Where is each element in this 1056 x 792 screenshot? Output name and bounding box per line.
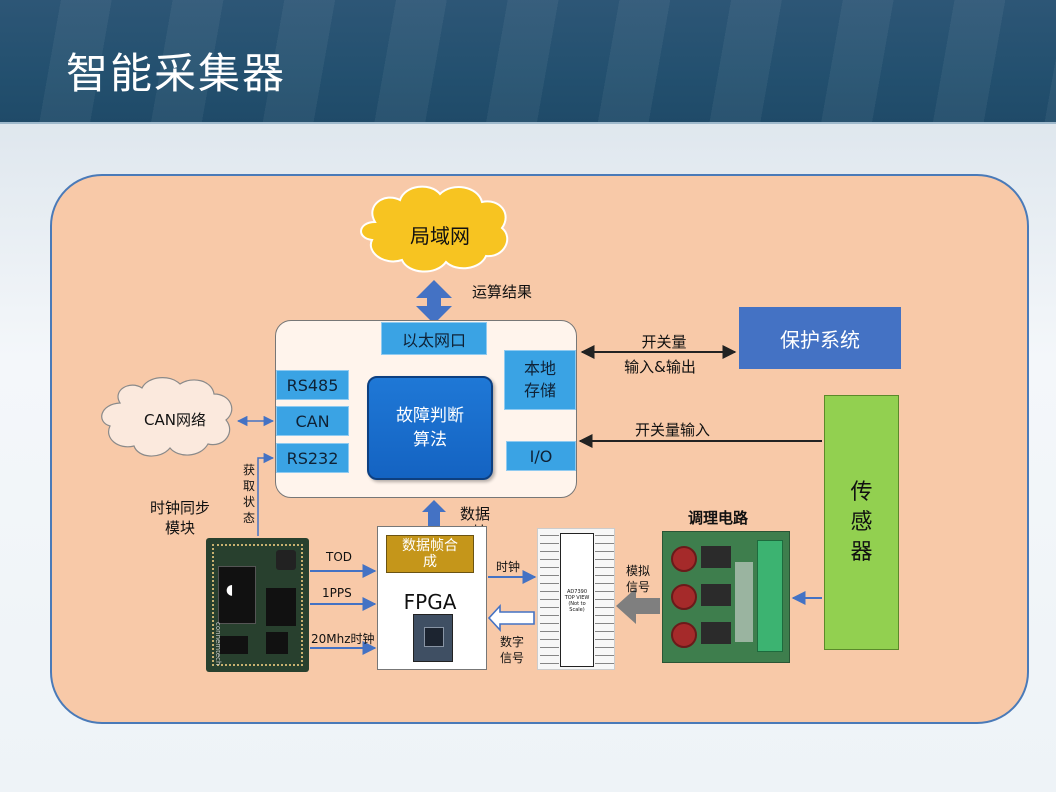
lan-cloud-label: 局域网 [410,224,470,248]
adc-chip-name: AD7390 [567,589,587,595]
pps-label: 1PPS [322,586,352,600]
algo-line2: 算法 [413,430,447,450]
digital-signal-arrow-icon [487,603,535,633]
sensor-line3: 器 [850,539,873,565]
clock-sync-label: 时钟同步 模块 [135,498,225,538]
analog-signal-line1: 模拟 [626,564,651,578]
sensor-line1: 传 [850,479,873,505]
fpga-board-chip-icon [413,614,453,662]
clock-sync-line2: 模块 [164,519,195,537]
sensor-line2: 感 [850,509,873,535]
frame-synthesis-line2: 成 [423,554,437,570]
conditioning-circuit-board-icon [662,531,790,663]
calc-result-label: 运算结果 [472,283,533,301]
tod-label: TOD [326,550,353,564]
fpga-label: FPGA [403,590,457,614]
analog-signal-line2: 信号 [626,580,651,594]
adc-chip-sub1: TOP VIEW [564,595,590,601]
adc-chip-icon: AD7390 TOP VIEW (Not to Scale) [537,528,615,670]
frame-synthesis: 数据帧合 成 [386,535,474,573]
page-title: 智能采集器 [66,49,287,98]
digital-signal-label: 数字 信号 [500,634,524,666]
protection-system: 保护系统 [739,307,901,369]
header-shine [0,0,1056,124]
clock-sync-module-chip-icon: ◖ connemtech [206,538,309,672]
acquire-state-arrow [257,452,275,536]
fault-detection-algorithm: 故障判断 算法 [367,376,493,480]
header-divider [0,122,1056,124]
algo-line1: 故障判断 [396,406,464,426]
data-frame-line1: 数据 [460,505,491,523]
local-storage: 本地 存储 [504,350,576,410]
clk20-label: 20Mhz时钟 [311,632,375,646]
ethernet-port: 以太网口 [381,322,487,355]
rs232-port: RS232 [276,443,349,473]
switch-input-label: 开关量输入 [635,421,711,439]
can-cloud-icon [101,377,233,457]
digital-signal-line2: 信号 [500,651,525,665]
lan-cloud-icon [360,185,509,273]
clock-label: 时钟 [496,560,521,574]
slide-header [0,0,1056,124]
can-port: CAN [276,406,349,436]
switch-io-label-2: 输入&输出 [624,358,696,376]
digital-signal-line1: 数字 [500,635,525,649]
clock-sync-line1: 时钟同步 [149,499,210,517]
analog-signal-label: 模拟 信号 [626,563,650,595]
fpga-data-frame-arrow-icon [422,500,446,526]
frame-synthesis-line1: 数据帧合 [402,538,458,554]
adc-chip-sub2: (Not to Scale) [568,601,586,613]
conditioning-circuit-label: 调理电路 [688,509,749,527]
sensor-block: 传 感 器 [824,395,899,650]
can-cloud-label: CAN网络 [144,411,206,429]
acquire-state-label: 获 取 状 态 [240,462,258,526]
acquire-char-2: 取 [242,479,255,493]
switch-io-label-1: 开关量 [641,333,687,351]
analog-signal-arrow-icon [616,588,660,624]
io-port: I/O [506,441,576,471]
acquire-char-3: 状 [242,495,255,509]
rs485-port: RS485 [276,370,349,400]
local-storage-line2: 存储 [523,381,556,400]
acquire-char-4: 态 [242,511,255,525]
acquire-char-1: 获 [242,463,255,477]
local-storage-line1: 本地 [523,359,556,378]
lan-ethernet-arrow-icon [416,280,452,324]
